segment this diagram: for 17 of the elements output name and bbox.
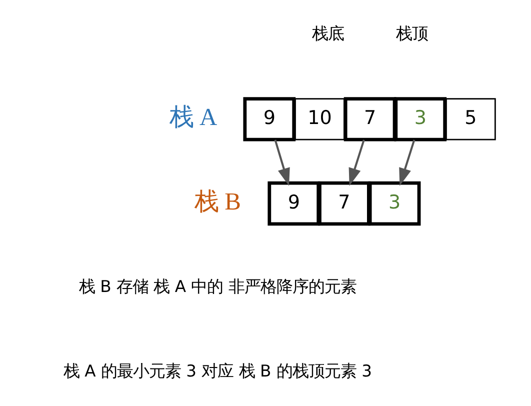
label: 栈顶 — [396, 24, 428, 43]
label: 栈 A 的最小元素 3 对应 栈 B 的栈顶元素 3 — [62, 360, 372, 380]
node-box: 10 — [294, 98, 344, 140]
node-box: 7 — [318, 180, 370, 226]
label: 栈 A — [168, 104, 217, 131]
node-box: 3 — [394, 96, 446, 141]
node-box: 7 — [343, 96, 396, 141]
arrow — [398, 139, 415, 186]
label: 栈 B — [194, 188, 240, 215]
node-box: 9 — [242, 96, 296, 141]
node-box: 3 — [368, 180, 420, 226]
label: 栈 B 存储 栈 A 中的 非严格降序的元素 — [78, 276, 356, 296]
arrow — [348, 139, 364, 186]
node-box: 9 — [267, 180, 320, 226]
label: 栈底 — [311, 24, 344, 43]
arrow — [274, 139, 290, 186]
node-box: 5 — [445, 98, 496, 140]
